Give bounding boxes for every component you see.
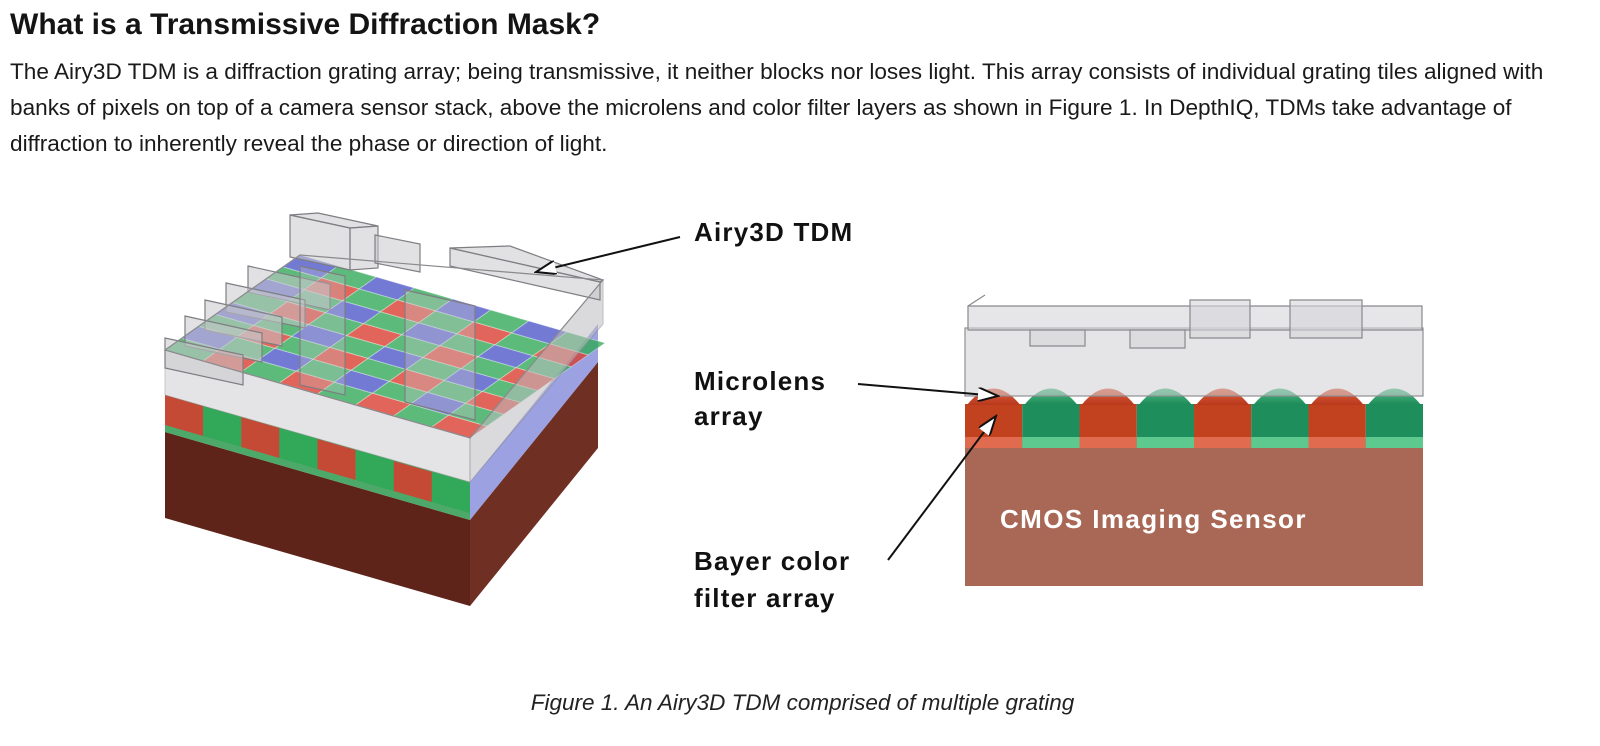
microlens-label-line1: Microlens bbox=[694, 366, 826, 396]
cmos-sensor-label: CMOS Imaging Sensor bbox=[1000, 504, 1307, 534]
bayer-arrow bbox=[887, 416, 996, 561]
filter-cell-base bbox=[1251, 437, 1309, 448]
filter-layer-side bbox=[470, 324, 598, 520]
bayer-filter-row bbox=[965, 404, 1423, 448]
filter-cell-base bbox=[1022, 437, 1080, 448]
filter-cell-base bbox=[1308, 437, 1366, 448]
microlens-label-line2: array bbox=[694, 401, 764, 431]
tdm-arrow bbox=[536, 236, 681, 272]
filter-cell-base bbox=[1365, 437, 1423, 448]
front-filter-cube bbox=[317, 439, 356, 480]
front-filter-cube bbox=[241, 417, 280, 458]
intro-paragraph: The Airy3D TDM is a diffraction grating … bbox=[10, 59, 1544, 156]
tdm-top-outline bbox=[163, 254, 605, 439]
sensor-substrate-front bbox=[165, 432, 470, 606]
tdm-grating-tiles bbox=[164, 212, 605, 421]
filter-cell-base bbox=[965, 437, 1023, 448]
front-filter-cube bbox=[355, 450, 394, 491]
filter-cell-base bbox=[1194, 437, 1252, 448]
tdm-label: Airy3D TDM bbox=[694, 217, 853, 247]
isometric-sensor-stack bbox=[163, 212, 607, 606]
front-filter-cube bbox=[203, 406, 242, 447]
front-filter-cube bbox=[393, 461, 432, 502]
filter-cell-base bbox=[1136, 437, 1194, 448]
page-title: What is a Transmissive Diffraction Mask? bbox=[10, 8, 601, 41]
bayer-label-line2: filter array bbox=[694, 583, 836, 613]
sensor-substrate-side bbox=[470, 362, 598, 606]
front-filter-cube bbox=[165, 395, 204, 436]
microlens-arrow bbox=[857, 383, 998, 396]
front-filter-cube bbox=[431, 472, 470, 513]
cmos-sensor-block bbox=[965, 448, 1423, 586]
tdm-figure: CMOS Imaging Sensor Airy3D TDM Microlens… bbox=[163, 212, 1424, 613]
figure-caption: Figure 1. An Airy3D TDM comprised of mul… bbox=[530, 690, 1075, 715]
front-filter-cube bbox=[279, 428, 318, 469]
side-view-sensor-stack: CMOS Imaging Sensor bbox=[964, 294, 1424, 586]
filter-cell-base bbox=[1079, 437, 1137, 448]
tdm-side-profile bbox=[967, 299, 1423, 349]
bayer-label-line1: Bayer color bbox=[694, 546, 850, 576]
